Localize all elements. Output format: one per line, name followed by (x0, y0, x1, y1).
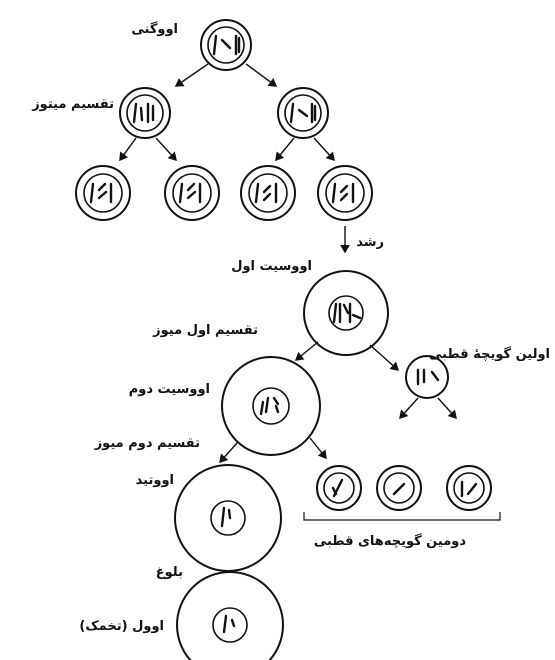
second-polar-body-3 (446, 465, 492, 511)
label-meiosis-two: تقسیم دوم میوز (94, 436, 200, 451)
arrow-mitosis-right-a (275, 137, 295, 162)
arrow-oogonium-right (245, 63, 278, 87)
arrow-to-second-polar (309, 437, 327, 460)
arrow-oogonium-left (174, 63, 209, 87)
primary-oocyte-cell (303, 270, 389, 356)
arrow-polar-right (437, 397, 457, 420)
label-ovum: اوول (تخمک) (79, 619, 164, 634)
label-oogonium: اووگنی (131, 21, 178, 37)
label-ootid: اووتید (136, 473, 174, 488)
daughter-cell-1 (75, 165, 131, 221)
label-growth: رشد (356, 235, 384, 250)
arrow-meiosis-two (219, 441, 239, 464)
mitosis-cell-right (277, 87, 329, 139)
daughter-cell-4 (317, 165, 373, 221)
arrow-meiosis-one (294, 341, 319, 361)
label-meiosis-one: تقسیم اول میوز (152, 323, 258, 338)
label-secondary-oocyte: اووسیت دوم (129, 382, 210, 397)
daughter-cell-2 (164, 165, 220, 221)
arrow-polar-left (399, 397, 419, 420)
arrow-first-polar-body (369, 344, 400, 371)
label-first-polar-body: اولین گویچهٔ قطبی (429, 346, 550, 362)
secondary-oocyte-cell (221, 356, 321, 456)
first-polar-body-cell (405, 355, 449, 399)
label-maturation: بلوغ (156, 565, 183, 580)
ovum-cell (176, 571, 284, 660)
ootid-cell (174, 464, 282, 572)
mitosis-cell-left (119, 87, 171, 139)
polar-bodies-bracket (303, 512, 501, 521)
label-second-polar-bodies: دومین گویچه‌های قطبی (314, 533, 466, 549)
second-polar-body-1 (316, 465, 362, 511)
daughter-cell-3 (240, 165, 296, 221)
oogonium-cell (200, 19, 252, 71)
second-polar-body-2 (376, 465, 422, 511)
arrow-mitosis-left-b (155, 137, 177, 162)
arrow-mitosis-left-a (119, 137, 137, 162)
label-mitosis: تقسیم میتوز (31, 97, 114, 112)
label-primary-oocyte: اووسیت اول (231, 259, 312, 274)
arrow-mitosis-right-b (313, 137, 335, 162)
